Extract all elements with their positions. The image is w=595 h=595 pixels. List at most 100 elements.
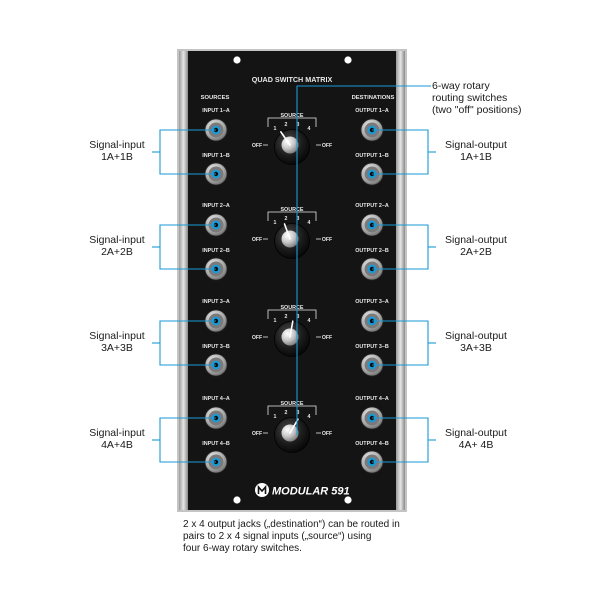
switch-3-position-4: 4 (308, 318, 311, 324)
mounting-hole-top-right (344, 56, 352, 64)
switch-1-position-4: 4 (308, 126, 311, 132)
switch-4-scale-bracket (267, 405, 317, 415)
input-1-callout-line-2: 1A+1B (101, 151, 133, 163)
output-3-callout-line-2: 3A+3B (460, 342, 492, 354)
mounting-hole-bottom-left (233, 496, 241, 504)
rotary-callout-line-2: routing switches (432, 92, 508, 104)
rotary-callout-line-3: (two "off" positions) (432, 104, 522, 116)
input-4-callout-line-2: 4A+4B (101, 439, 133, 451)
switch-2-position-1: 1 (274, 220, 277, 226)
output-1b-label: OUTPUT 1–B (355, 153, 389, 159)
switch-2-pointer (283, 223, 291, 240)
input-3-callout-line-2: 3A+3B (101, 342, 133, 354)
switch-2-position-2: 2 (285, 216, 288, 222)
switch-4-position-3: 3 (297, 410, 300, 416)
switch-4-position-4: 4 (308, 414, 311, 420)
switch-2-off-right: OFF (322, 237, 332, 243)
input-4a-label: INPUT 4–A (202, 396, 230, 402)
switch-3-off-right: OFF (322, 335, 332, 341)
input-2a-label: INPUT 2–A (202, 203, 230, 209)
output-2-callout-line-2: 2A+2B (460, 246, 492, 258)
switch-4-off-left: OFF (252, 431, 262, 437)
switch-1-position-2: 2 (285, 122, 288, 128)
input-4b-label: INPUT 4–B (202, 441, 230, 447)
brand-logo-mark (257, 484, 267, 494)
output-4b-label: OUTPUT 4–B (355, 441, 389, 447)
caption-line-1: 2 x 4 output jacks („destination“) can b… (183, 519, 400, 530)
right-rail (396, 51, 405, 510)
output-1-callout-line-2: 1A+1B (460, 151, 492, 163)
switch-2-position-4: 4 (308, 220, 311, 226)
switch-2-off-left: OFF (252, 237, 262, 243)
input-2-callout-line-2: 2A+2B (101, 246, 133, 258)
switch-1-scale-bracket (267, 117, 317, 127)
input-1b-label: INPUT 1–B (202, 153, 230, 159)
brand-logo-text: MODULAR 591 (272, 486, 350, 498)
input-2b-label: INPUT 2–B (202, 248, 230, 254)
input-3b-label: INPUT 3–B (202, 344, 230, 350)
switch-1-off-right: OFF (322, 143, 332, 149)
input-3-callout-line-1: Signal-input (89, 330, 145, 342)
caption: 2 x 4 output jacks („destination“) can b… (183, 519, 483, 555)
panel-title: QUAD SWITCH MATRIX (252, 75, 333, 84)
switch-4-heading: SOURCE (280, 401, 303, 407)
destinations-heading: DESTINATIONS (352, 95, 395, 101)
switch-4-position-2: 2 (285, 410, 288, 416)
switch-4-position-1: 1 (274, 414, 277, 420)
rotary-leader (296, 85, 431, 435)
switch-3-position-1: 1 (274, 318, 277, 324)
switch-3-pointer (289, 320, 294, 338)
switch-3-scale-bracket (267, 309, 317, 319)
output-3b-label: OUTPUT 3–B (355, 344, 389, 350)
switch-3-position-2: 2 (285, 314, 288, 320)
caption-line-3: four 6-way rotary switches. (183, 543, 302, 554)
switch-2-position-3: 3 (297, 216, 300, 222)
switch-4-off-right: OFF (322, 431, 332, 437)
switch-1-heading: SOURCE (280, 113, 303, 119)
output-3-callout-line-1: Signal-output (445, 330, 507, 342)
switch-1-position-1: 1 (274, 126, 277, 132)
output-1-callout-line-1: Signal-output (445, 139, 507, 151)
rotary-callout-line-1: 6-way rotary (432, 80, 490, 92)
left-rail (179, 51, 188, 510)
caption-line-2: pairs to 2 x 4 signal inputs („source“) … (183, 531, 372, 542)
input-2-callout-line-1: Signal-input (89, 234, 145, 246)
input-1a-label: INPUT 1–A (202, 108, 230, 114)
output-4-callout-line-2: 4A+ 4B (458, 439, 494, 451)
switch-3-off-left: OFF (252, 335, 262, 341)
switch-3-heading: SOURCE (280, 305, 303, 311)
callout-lines (152, 85, 436, 463)
input-1-callout-line-1: Signal-input (89, 139, 145, 151)
output-4-callout-line-1: Signal-output (445, 427, 507, 439)
mounting-hole-bottom-right (344, 496, 352, 504)
output-2a-label: OUTPUT 2–A (355, 203, 389, 209)
switch-1-position-3: 3 (297, 122, 300, 128)
brand-logo: MODULAR 591 (255, 483, 350, 498)
output-2b-label: OUTPUT 2–B (355, 248, 389, 254)
output-4a-label: OUTPUT 4–A (355, 396, 389, 402)
input-3a-label: INPUT 3–A (202, 299, 230, 305)
mounting-hole-top-left (233, 56, 241, 64)
switch-3-position-3: 3 (297, 314, 300, 320)
switch-1-pointer (280, 131, 291, 146)
output-3a-label: OUTPUT 3–A (355, 299, 389, 305)
output-2-callout-line-1: Signal-output (445, 234, 507, 246)
output-1a-label: OUTPUT 1–A (355, 108, 389, 114)
switch-2-heading: SOURCE (280, 207, 303, 213)
sources-heading: SOURCES (201, 95, 230, 101)
input-4-callout-line-1: Signal-input (89, 427, 145, 439)
switch-2-scale-bracket (267, 211, 317, 221)
